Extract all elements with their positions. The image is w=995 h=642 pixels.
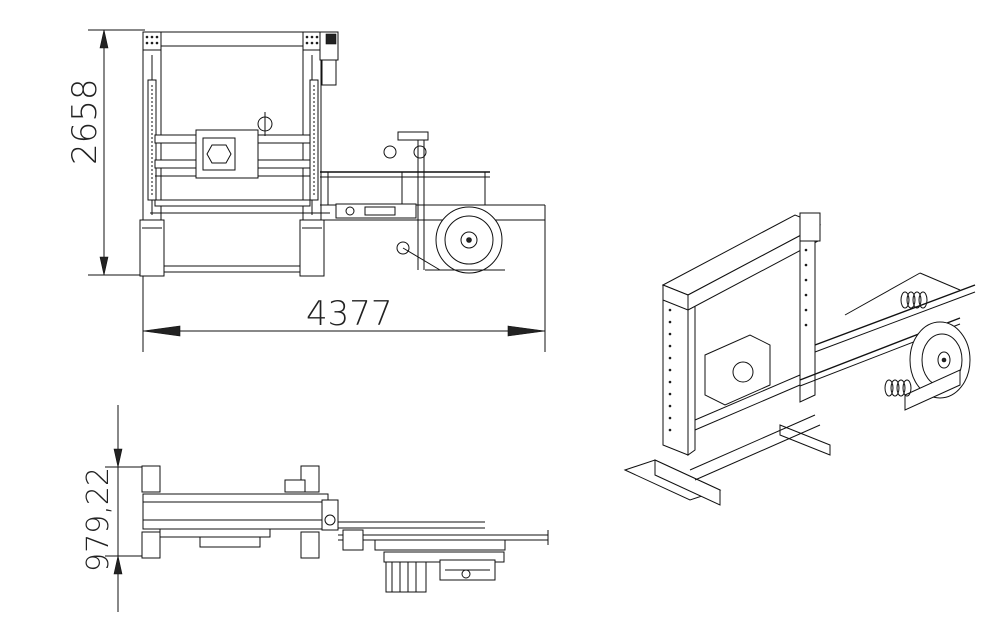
spring-coils	[884, 291, 928, 397]
top-conveyor	[338, 521, 549, 593]
front-conveyor	[320, 131, 545, 274]
depth-dimension-label: 979,22	[81, 467, 116, 572]
top-frame	[141, 465, 339, 559]
width-dimension-label: 4377	[306, 294, 393, 334]
front-view: 2658 4377	[65, 29, 546, 352]
height-dimension: 2658	[65, 29, 145, 276]
isometric-view	[623, 212, 976, 506]
front-frame	[139, 31, 339, 277]
height-dimension-label: 2658	[65, 78, 105, 165]
width-dimension: 4377	[142, 205, 546, 352]
top-view: 979,22	[81, 405, 549, 612]
column-holes	[668, 248, 808, 432]
